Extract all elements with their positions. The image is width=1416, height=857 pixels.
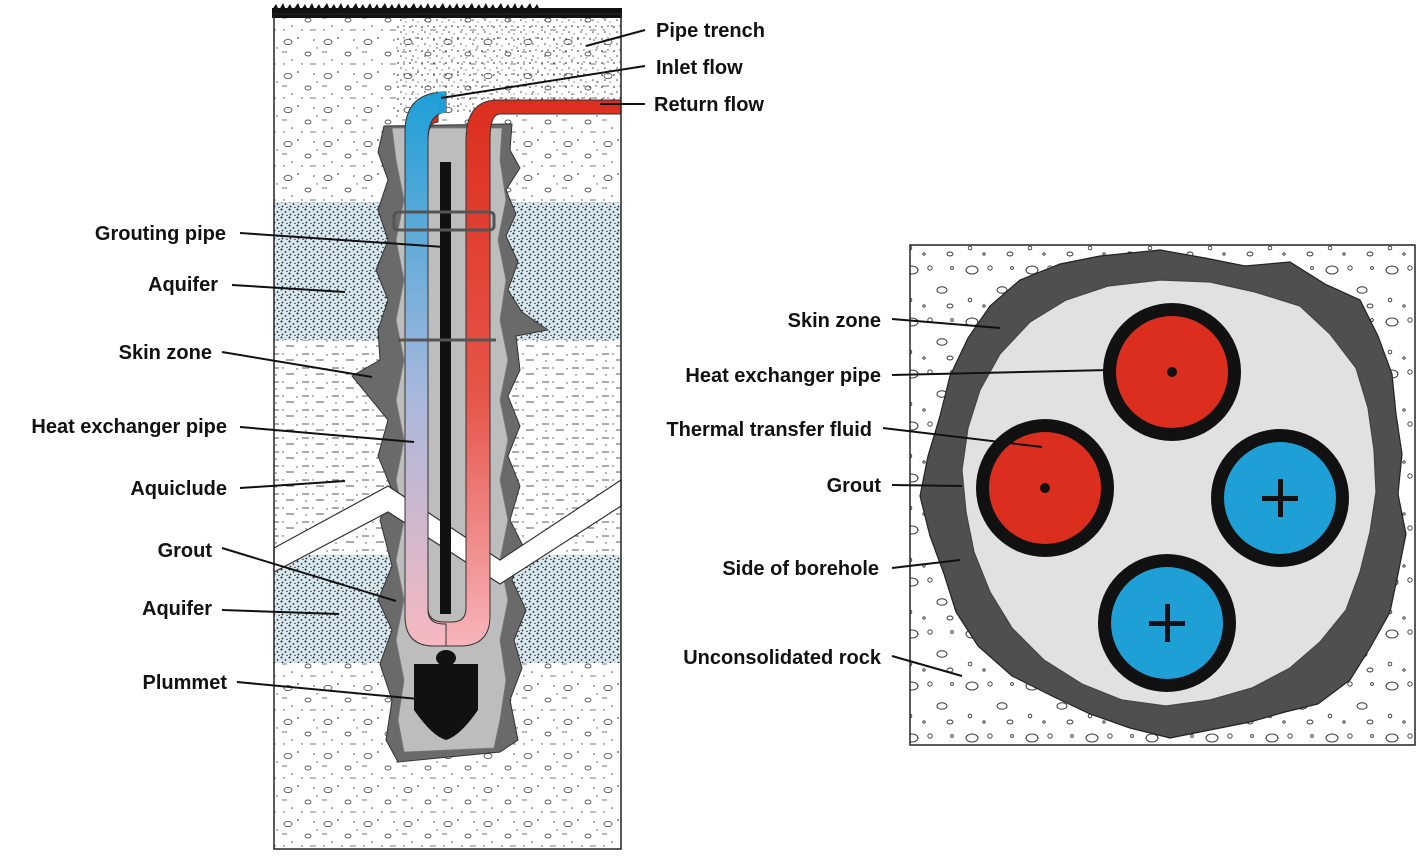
grouting-pipe-rod — [440, 162, 451, 614]
label-unconsolidated-rock: Unconsolidated rock — [683, 647, 882, 669]
left-frame — [273, 13, 622, 850]
spacers — [392, 210, 496, 342]
pipe-cold-right — [1211, 429, 1349, 567]
label-grout-left: Grout — [158, 540, 213, 562]
label-grouting-pipe: Grouting pipe — [95, 223, 226, 245]
label-skin-zone-right: Skin zone — [788, 310, 881, 332]
label-side-of-borehole: Side of borehole — [722, 558, 879, 580]
label-pipe-trench: Pipe trench — [656, 20, 765, 42]
label-heat-exchanger-pipe-left: Heat exchanger pipe — [31, 416, 227, 438]
label-return-flow: Return flow — [654, 94, 764, 116]
label-aquifer-upper: Aquifer — [148, 274, 218, 296]
label-heat-exchanger-pipe-right: Heat exchanger pipe — [685, 365, 881, 387]
grout-circle — [961, 279, 1377, 707]
label-inlet-flow: Inlet flow — [656, 57, 743, 79]
label-aquifer-lower: Aquifer — [142, 598, 212, 620]
label-grout-right: Grout — [827, 475, 882, 497]
label-aquiclude: Aquiclude — [130, 478, 227, 500]
plummet-weight — [414, 650, 478, 740]
label-plummet: Plummet — [143, 672, 228, 694]
pipe-hot-top — [1103, 303, 1241, 441]
pipe-cold-bottom — [1098, 554, 1236, 692]
left-leader-lines — [221, 29, 646, 702]
right-frame — [909, 244, 1416, 746]
right-leader-lines — [882, 318, 1111, 677]
pipe-hot-left — [976, 419, 1114, 557]
label-thermal-transfer-fluid: Thermal transfer fluid — [666, 419, 872, 441]
cross-section — [909, 244, 1416, 746]
label-skin-zone-left: Skin zone — [119, 342, 212, 364]
grass-surface — [272, 3, 622, 18]
